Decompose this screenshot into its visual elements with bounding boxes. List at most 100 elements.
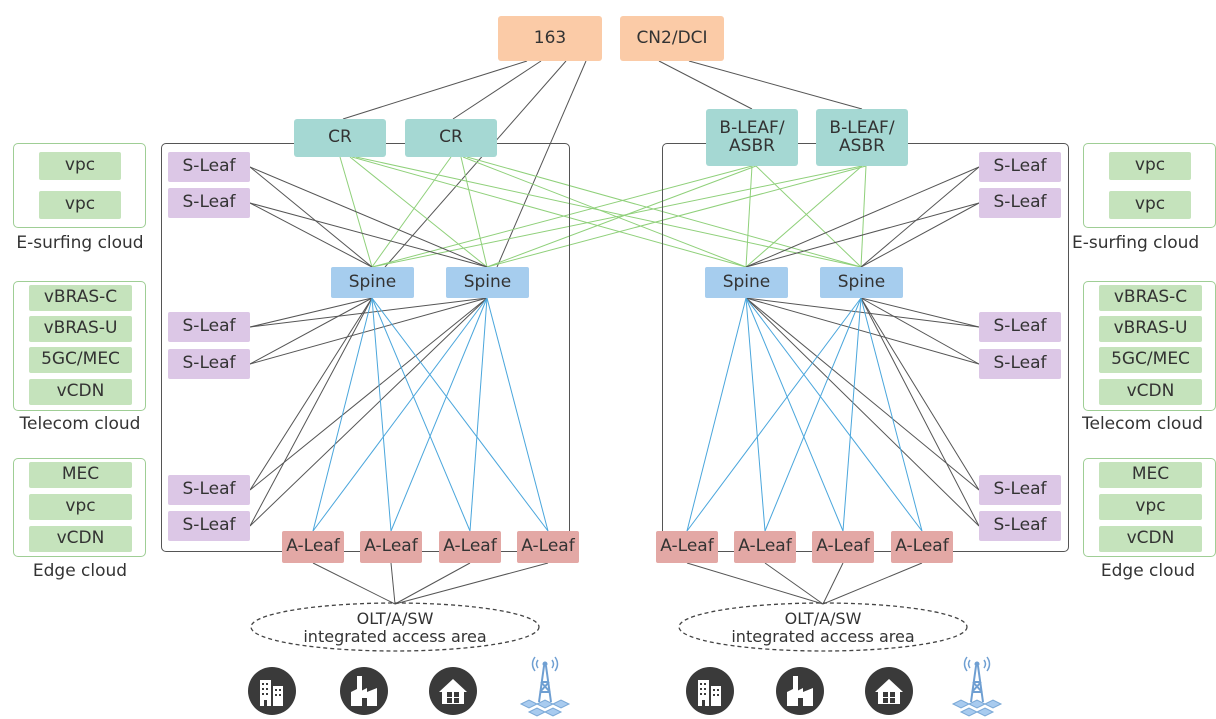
link-sleaf-spine <box>249 202 373 268</box>
s-leaf-node-r1: S-Leaf <box>979 152 1061 182</box>
olt-label: OLT/A/SW <box>356 609 434 628</box>
s-leaf-node-r2: S-Leaf <box>979 188 1061 218</box>
access-area-ellipse-right <box>678 602 968 652</box>
access-area-label-right: OLT/A/SW integrated access area <box>678 610 968 645</box>
link-aleaf-access <box>312 562 396 605</box>
link-cr-spine <box>466 156 862 268</box>
link-aleaf-access <box>822 562 923 605</box>
spine-node-r1: Spine <box>705 267 788 298</box>
edge-cloud-box-left <box>13 458 146 557</box>
link-sleaf-spine <box>249 202 488 268</box>
cloud-item-mec: MEC <box>29 462 132 488</box>
cloud-item-5gc-mec: 5GC/MEC <box>29 347 132 373</box>
esurfing-cloud-label-right: E-surfing cloud <box>1072 233 1200 253</box>
asbr-label: ASBR <box>839 135 885 156</box>
factory-icon <box>340 667 388 715</box>
a-leaf-node-l1: A-Leaf <box>282 531 344 563</box>
cr-node-2: CR <box>405 119 497 157</box>
link-sleaf-spine <box>860 297 980 365</box>
link-sleaf-spine <box>860 166 980 268</box>
link-spine-aleaf <box>686 297 862 532</box>
link-aleaf-access <box>822 562 844 605</box>
link-spine-aleaf <box>312 297 488 532</box>
link-aleaf-access <box>686 562 824 605</box>
b-leaf-asbr-node-1: B-LEAF/ ASBR <box>706 109 798 166</box>
edge-cloud-label-right: Edge cloud <box>1100 561 1196 581</box>
link-spine-aleaf <box>486 297 549 532</box>
telecom-cloud-label-left: Telecom cloud <box>19 414 141 434</box>
spine-node-r2: Spine <box>820 267 903 298</box>
cloud-item-vpc: vpc <box>39 191 121 219</box>
cloud-item-vcdn: vCDN <box>29 379 132 405</box>
asbr-label: ASBR <box>729 135 775 156</box>
link-spine-aleaf <box>371 297 549 532</box>
link-spine-aleaf <box>312 297 373 532</box>
spine-node-l2: Spine <box>446 267 529 298</box>
a-leaf-node-r4: A-Leaf <box>891 531 953 563</box>
home-icon <box>865 667 913 715</box>
link-spine-aleaf <box>764 297 862 532</box>
link-cn2-bleaf <box>688 60 863 110</box>
a-leaf-node-l4: A-Leaf <box>517 531 579 563</box>
office-building-icon <box>686 667 734 715</box>
link-spine-aleaf <box>371 297 392 532</box>
link-spine-aleaf <box>745 297 844 532</box>
cloud-item-vpc: vpc <box>1109 191 1191 219</box>
link-spine-aleaf <box>686 297 747 532</box>
link-bleaf-spine <box>755 165 862 268</box>
cloud-item-vcdn: vCDN <box>1099 526 1202 552</box>
s-leaf-node-l4: S-Leaf <box>168 349 250 379</box>
link-sleaf-spine <box>249 297 373 328</box>
link-aleaf-access <box>764 562 824 605</box>
link-aleaf-access <box>394 562 471 605</box>
home-icon <box>429 667 477 715</box>
link-cr-spine <box>355 156 862 268</box>
link-163-spine <box>384 60 567 268</box>
link-cr-spine <box>349 156 488 268</box>
esurfing-cloud-box-left <box>13 143 146 228</box>
cell-tower-icon <box>951 656 1003 717</box>
s-leaf-node-r6: S-Leaf <box>979 511 1061 541</box>
link-spine-aleaf <box>745 297 923 532</box>
link-163-cr <box>452 60 542 120</box>
link-sleaf-spine <box>249 166 488 268</box>
access-area-ellipse-left <box>250 602 540 652</box>
link-sleaf-spine <box>249 297 488 491</box>
cloud-item-mec: MEC <box>1099 462 1202 488</box>
s-leaf-node-l1: S-Leaf <box>168 152 250 182</box>
link-spine-aleaf <box>860 297 923 532</box>
cloud-item-vcdn: vCDN <box>29 526 132 552</box>
s-leaf-node-r5: S-Leaf <box>979 475 1061 505</box>
cloud-item-vpc: vpc <box>39 152 121 180</box>
cloud-item-vbras-c: vBRAS-C <box>29 285 132 311</box>
internet-163-node: 163 <box>498 16 602 61</box>
link-bleaf-spine <box>486 165 757 268</box>
a-leaf-node-r1: A-Leaf <box>656 531 718 563</box>
cloud-item-vcdn: vCDN <box>1099 379 1202 405</box>
link-bleaf-spine <box>745 165 863 268</box>
link-sleaf-spine <box>249 297 373 527</box>
link-sleaf-spine <box>860 202 980 268</box>
cloud-item-vbras-u: vBRAS-U <box>29 316 132 342</box>
link-bleaf-spine <box>745 165 753 268</box>
link-sleaf-spine <box>860 297 980 527</box>
link-bleaf-spine <box>371 165 753 268</box>
b-leaf-asbr-node-2: B-LEAF/ ASBR <box>816 109 908 166</box>
s-leaf-node-l2: S-Leaf <box>168 188 250 218</box>
s-leaf-node-l5: S-Leaf <box>168 475 250 505</box>
link-cr-spine <box>462 156 747 268</box>
link-sleaf-spine <box>745 297 980 527</box>
a-leaf-node-r3: A-Leaf <box>812 531 874 563</box>
access-area-label: integrated access area <box>731 626 915 646</box>
link-spine-aleaf <box>469 297 488 532</box>
link-sleaf-spine <box>249 297 373 491</box>
link-sleaf-spine <box>745 297 980 365</box>
s-leaf-node-r3: S-Leaf <box>979 312 1061 342</box>
link-sleaf-spine <box>860 297 980 328</box>
cloud-item-vpc: vpc <box>29 494 132 520</box>
link-sleaf-spine <box>249 297 373 365</box>
s-leaf-node-r4: S-Leaf <box>979 349 1061 379</box>
telecom-cloud-box-left <box>13 281 146 411</box>
link-cn2-bleaf <box>658 60 753 110</box>
link-bleaf-spine <box>371 165 863 268</box>
